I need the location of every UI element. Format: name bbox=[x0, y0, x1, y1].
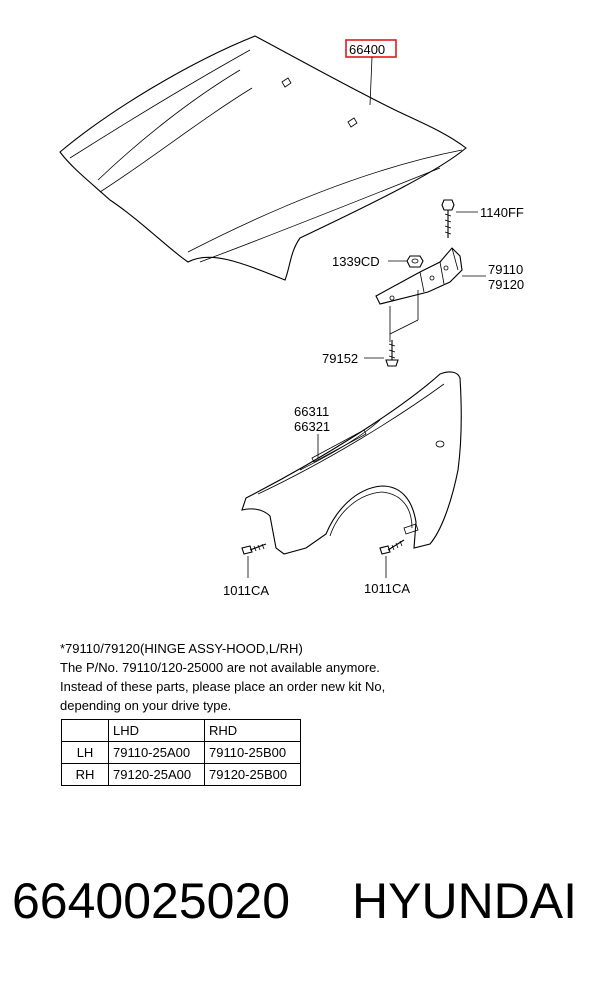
fender-bolt-left-illustration bbox=[241, 543, 267, 555]
hood-part-number: 66400 bbox=[349, 42, 385, 57]
hinge-part-number-b[interactable]: 79120 bbox=[488, 277, 524, 292]
hinge-bolt-part-number[interactable]: 79152 bbox=[322, 351, 358, 366]
table-cell-lhd: 79120-25A00 bbox=[108, 763, 205, 786]
hood-label[interactable]: 66400 bbox=[345, 39, 397, 58]
fender-illustration bbox=[241, 371, 462, 555]
fender-part-number-b[interactable]: 66321 bbox=[294, 419, 330, 434]
hood-illustration bbox=[59, 35, 467, 281]
hinge-illustration bbox=[375, 247, 463, 305]
table-header-blank bbox=[61, 719, 109, 742]
kit-number-table: LHD RHD LH 79110-25A00 79110-25B00 RH 79… bbox=[61, 719, 301, 786]
table-row: LH 79110-25A00 79110-25B00 bbox=[61, 741, 301, 764]
footer-brand: HYUNDAI bbox=[352, 873, 578, 929]
note-line-3: Instead of these parts, please place an … bbox=[60, 679, 386, 694]
hinge-bolt-illustration bbox=[385, 290, 419, 367]
footer-caption: 6640025020 HYUNDAI bbox=[12, 872, 592, 952]
nut-part-number[interactable]: 1339CD bbox=[332, 254, 380, 269]
fender-bolt-left-part-number[interactable]: 1011CA bbox=[223, 583, 269, 598]
table-cell-rhd: 79120-25B00 bbox=[204, 763, 301, 786]
parts-diagram: 66400 1140FF 1339CD 79110 79120 79152 bbox=[59, 35, 524, 598]
table-cell-side: RH bbox=[61, 763, 109, 786]
bolt-top-illustration bbox=[441, 199, 455, 238]
table-cell-side: LH bbox=[61, 741, 109, 764]
hinge-part-number-a[interactable]: 79110 bbox=[488, 262, 523, 277]
fender-bolt-right-illustration bbox=[379, 539, 405, 555]
note-line-4: depending on your drive type. bbox=[60, 698, 232, 713]
fender-part-number-a[interactable]: 66311 bbox=[294, 404, 329, 419]
note-line-2: The P/No. 79110/120-25000 are not availa… bbox=[60, 660, 380, 675]
footer-part-number: 6640025020 bbox=[12, 873, 291, 929]
replacement-note: *79110/79120(HINGE ASSY-HOOD,L/RH) The P… bbox=[60, 639, 530, 715]
table-cell-rhd: 79110-25B00 bbox=[204, 741, 301, 764]
hood-leader-line bbox=[369, 56, 373, 106]
table-cell-lhd: 79110-25A00 bbox=[108, 741, 205, 764]
table-row: RH 79120-25A00 79120-25B00 bbox=[61, 763, 301, 786]
hood-label-highlight bbox=[345, 39, 397, 58]
nut-illustration bbox=[406, 255, 424, 268]
table-header-row: LHD RHD bbox=[61, 719, 301, 742]
note-line-1: *79110/79120(HINGE ASSY-HOOD,L/RH) bbox=[60, 641, 303, 656]
bolt-top-part-number[interactable]: 1140FF bbox=[480, 205, 524, 220]
fender-bolt-right-part-number[interactable]: 1011CA bbox=[364, 581, 410, 596]
table-header-lhd: LHD bbox=[108, 719, 205, 742]
table-header-rhd: RHD bbox=[204, 719, 301, 742]
